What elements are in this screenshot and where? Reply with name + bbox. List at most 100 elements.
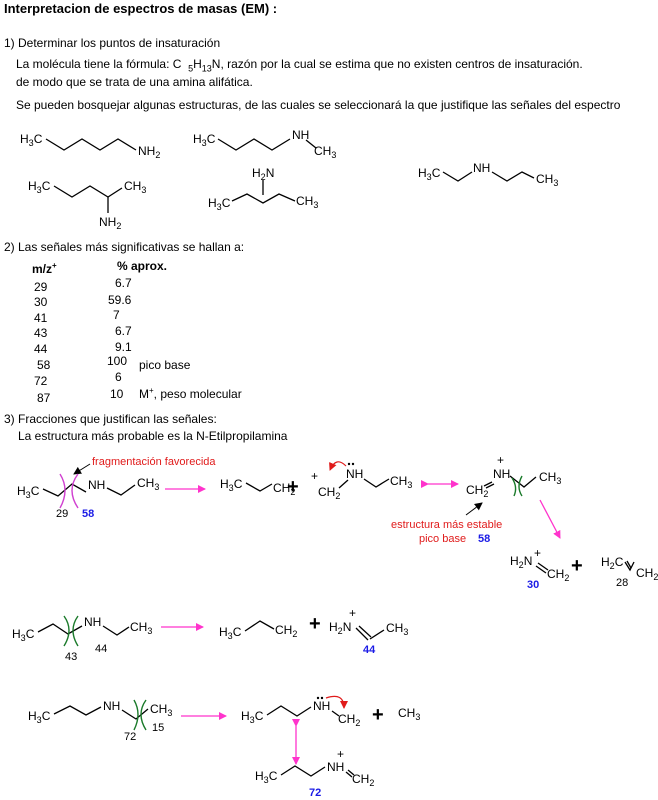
fragmentation-72: H3C NH CH3 72 15: [28, 699, 227, 743]
svg-text:+: +: [534, 546, 541, 560]
svg-text:H2N: H2N: [510, 554, 532, 570]
svg-text:58: 58: [82, 508, 94, 520]
svg-text:44: 44: [95, 643, 107, 655]
col-mz: m/z+: [32, 261, 57, 276]
svg-text:NH2: NH2: [138, 144, 160, 160]
svg-text:CH3: CH3: [398, 706, 420, 722]
svg-text:H3C: H3C: [241, 709, 264, 725]
structures-line: Se pueden bosquejar algunas estructuras,…: [16, 98, 621, 112]
ethylene-28: H2C CH2 28: [601, 555, 658, 589]
svg-text:+: +: [287, 476, 299, 498]
structure-n-ethylpropylamine: H3C NH CH3: [418, 161, 558, 188]
svg-text:CH2: CH2: [275, 623, 297, 639]
svg-text:CH3: CH3: [137, 476, 159, 492]
svg-text:H3C: H3C: [20, 132, 43, 148]
section-2-heading: 2) Las señales más significativas se hal…: [4, 240, 245, 254]
svg-text:58: 58: [478, 533, 490, 545]
svg-text:+: +: [337, 747, 344, 761]
svg-text:43: 43: [65, 651, 77, 663]
section-3-heading: 3) Fracciones que justifican las señales…: [4, 412, 217, 426]
svg-text:estructura más estable: estructura más estable: [391, 519, 502, 531]
svg-text:H2N: H2N: [252, 166, 274, 182]
svg-text:+: +: [311, 469, 318, 483]
pct-4: 9.1: [115, 340, 132, 354]
svg-text:NH: NH: [327, 760, 344, 774]
svg-text:30: 30: [527, 579, 539, 591]
svg-text:CH3: CH3: [124, 179, 146, 195]
pct-6: 6: [115, 370, 122, 384]
svg-text:CH3: CH3: [536, 172, 558, 188]
svg-text:H2N: H2N: [329, 620, 351, 636]
section-1-heading: 1) Determinar los puntos de insaturación: [4, 36, 221, 50]
svg-text:H3C: H3C: [418, 166, 441, 182]
svg-text:H3C: H3C: [219, 625, 242, 641]
pct-1: 59.6: [108, 293, 132, 307]
svg-text:28: 28: [616, 577, 628, 589]
pct-3: 6.7: [115, 324, 132, 338]
svg-text:+: +: [497, 453, 504, 467]
note-7: M+, peso molecular: [139, 386, 242, 401]
mz-5: 58: [37, 358, 51, 372]
svg-text:CH2: CH2: [636, 566, 658, 582]
propyl-radical: H3C CH2 +: [220, 476, 299, 498]
svg-text:29: 29: [56, 508, 68, 520]
svg-text:72: 72: [124, 731, 136, 743]
svg-text:CH2: CH2: [273, 481, 295, 497]
svg-text:NH: NH: [473, 161, 490, 175]
svg-text:CH2: CH2: [318, 485, 340, 501]
svg-text:H3C: H3C: [17, 484, 40, 500]
col-pct: % aprox.: [117, 259, 168, 273]
svg-text:+: +: [349, 606, 356, 620]
svg-text:CH3: CH3: [390, 474, 412, 490]
svg-text:+: +: [372, 704, 384, 726]
iminium-72-a: H3C NH CH2 + CH3: [241, 695, 420, 765]
svg-text:CH2: CH2: [352, 772, 374, 788]
fragmentation-58: fragmentación favorecida H3C NH CH3 29 5…: [17, 456, 216, 520]
page-title: Interpretacion de espectros de masas (EM…: [4, 1, 278, 16]
mz-4: 44: [34, 342, 48, 356]
fragment-44: + H2N CH3 44: [329, 606, 408, 656]
svg-text:NH: NH: [103, 699, 120, 713]
mz-1: 30: [34, 295, 48, 309]
structure-pentan-3-amine: H2N H3C CH3: [208, 166, 318, 212]
svg-text:44: 44: [363, 644, 376, 656]
formula-line: La molécula tiene la fórmula: C 5H13N, r…: [16, 57, 583, 74]
mz-0: 29: [34, 280, 48, 294]
propyl-radical-2: H3C CH2 +: [219, 613, 321, 641]
svg-text:NH: NH: [84, 615, 101, 629]
structure-n-methylbutylamine: H3C NH CH3: [193, 128, 336, 160]
svg-text:H3C: H3C: [28, 709, 51, 725]
pct-0: 6.7: [115, 276, 132, 290]
iminium-58-a: + CH2 NH CH3: [311, 461, 459, 501]
svg-text:H3C: H3C: [255, 769, 278, 785]
svg-text:NH: NH: [313, 699, 330, 713]
svg-text:NH: NH: [346, 467, 363, 481]
svg-text:+: +: [571, 555, 583, 577]
structure-pentan-2-amine: H3C CH3 NH2: [28, 179, 146, 231]
pct-7: 10: [110, 387, 124, 401]
svg-text:NH: NH: [292, 128, 309, 142]
svg-text:CH3: CH3: [130, 620, 152, 636]
iminium-72-b: H3C + NH CH2 72: [255, 747, 374, 799]
svg-text:CH2: CH2: [466, 483, 488, 499]
svg-text:+: +: [309, 613, 321, 635]
iminium-58-b: + NH CH2 CH3 estructura más estable pico…: [391, 453, 561, 545]
pct-2: 7: [113, 308, 120, 322]
svg-text:H3C: H3C: [12, 627, 35, 643]
amine-line: de modo que se trata de una amina alifát…: [16, 75, 253, 89]
svg-text:CH3: CH3: [386, 621, 408, 637]
svg-text:H2C: H2C: [601, 555, 624, 571]
svg-text:fragmentación favorecida: fragmentación favorecida: [92, 456, 216, 468]
mz-3: 43: [34, 326, 48, 340]
svg-text:H3C: H3C: [208, 196, 231, 212]
svg-text:CH3: CH3: [150, 702, 172, 718]
mz-6: 72: [34, 374, 48, 388]
svg-text:H3C: H3C: [220, 477, 243, 493]
svg-text:NH2: NH2: [99, 215, 121, 231]
fragmentation-44: H3C NH CH3 43 44: [12, 615, 204, 663]
mz-2: 41: [34, 311, 48, 325]
pct-5: 100: [107, 354, 128, 368]
svg-text:15: 15: [152, 722, 164, 734]
svg-text:CH2: CH2: [338, 712, 360, 728]
